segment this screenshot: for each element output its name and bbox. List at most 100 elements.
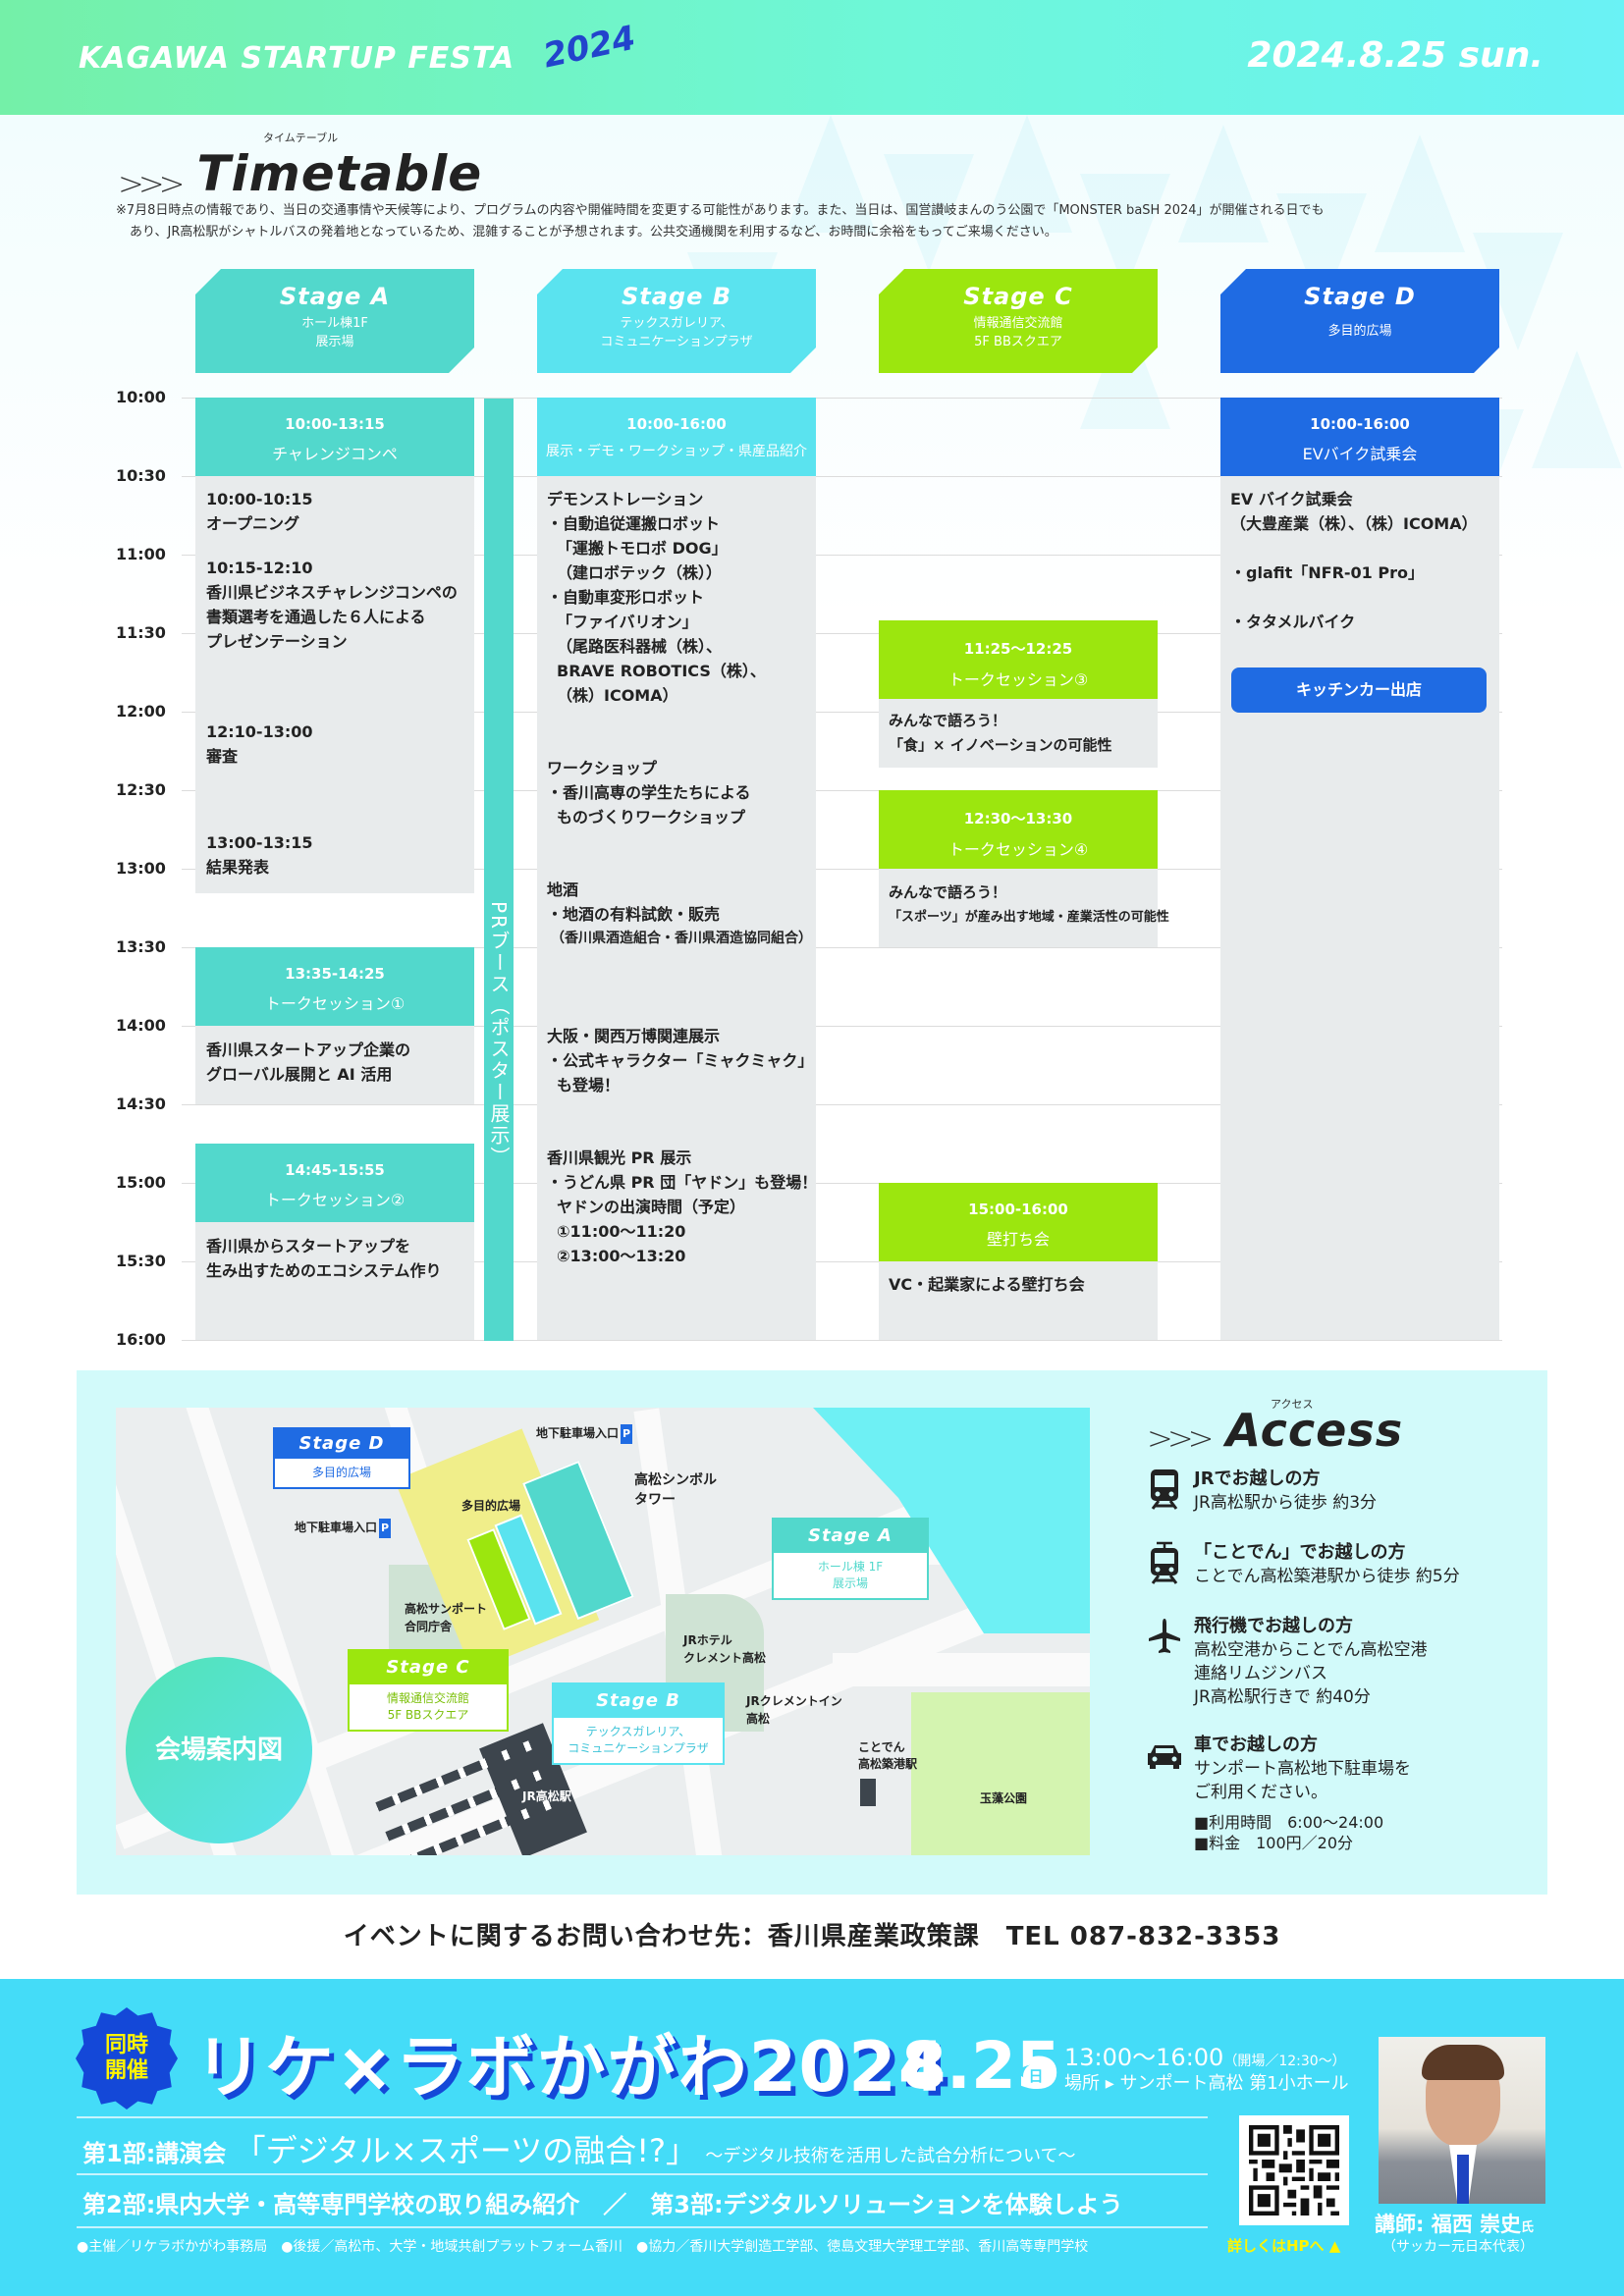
program-part-1: 第1部:講演会 「デジタル×スポーツの融合!?」 〜デジタル技術を活用した試合分… [82,2132,1076,2169]
time-label: 13:00 [116,859,166,878]
stage-a-main-body [195,476,474,893]
co-event-time: 13:00〜16:00（開場／12:30〜） [1064,2044,1346,2071]
access-title: Access [1225,1404,1404,1457]
tram-icon [1151,1541,1178,1584]
kitchen-car-badge: キッチンカー出店 [1231,667,1487,713]
tamamo-park [911,1692,1090,1855]
speaker-photo [1379,2037,1545,2204]
speaker-hair [1422,2045,1504,2080]
stage-b-body [537,476,816,1340]
talk-session-4-block: 12:30〜13:30 トークセッション④ [879,790,1158,869]
stage-d-item-tatamel: ・タタメルバイク [1230,613,1356,631]
event-name: KAGAWA STARTUP FESTA [79,41,515,76]
grid-line [182,398,1502,399]
map-label-jr-hotel: JRホテルクレメント高松 [683,1633,767,1665]
event-year: 2024 [539,18,639,77]
chevrons-icon: >>> [1147,1419,1214,1457]
map-label-park: 玉藻公園 [980,1791,1028,1805]
talk-session-1-desc: 香川県スタートアップ企業のグローバル展開と AI 活用 [206,1041,411,1084]
pr-booth-bar: PRブース（ポスター展示） [484,399,514,1341]
access-heading: アクセス >>> Access [1147,1398,1404,1457]
stage-b-expo: 大阪・関西万博関連展示 ・公式キャラクター「ミャクミャク」 も登場！ [547,1027,814,1095]
grid-line [182,1026,1502,1027]
timetable-heading: タイムテーブル >>> Timetable [118,132,483,202]
stage-b-workshop: ワークショップ ・香川高専の学生たちによる ものづくりワークショップ [547,759,751,827]
time-label: 12:00 [116,702,166,721]
qr-code[interactable] [1239,2115,1349,2225]
stage-b-main-block: 10:00-16:00 展示・デモ・ワークショップ・県産品紹介 [537,398,816,476]
pitch-session-body [879,1261,1158,1340]
stage-d-body [1220,476,1499,1340]
speaker-title: （サッカー元日本代表） [1382,2239,1534,2255]
grid-line [182,947,1502,948]
stage-b-header: Stage B テックスガレリア、 コミュニケーションプラザ [537,269,816,373]
talk-session-2-desc: 香川県からスタートアップを生み出すためのエコシステム作り [206,1237,442,1280]
grid-line [182,1261,1502,1262]
program-part-2-3: 第2部:県内大学・高等専門学校の取り組み紹介 ／ 第3部:デジタルソリューション… [82,2191,1123,2218]
grid-line [182,1183,1502,1184]
co-event-title: リケ×ラボかがわ2024 [194,2027,948,2108]
chevrons-icon: >>> [118,165,185,202]
stage-b-demo: デモンストレーション ・自動追従運搬ロボット 「運搬トモロボ DOG」 （建ロボ… [547,490,766,705]
qr-caption[interactable]: 詳しくはHPへ ▲ [1227,2237,1341,2255]
time-label: 11:30 [116,623,166,642]
talk-session-3-desc: みんなで語ろう！「食」× イノベーションの可能性 [889,712,1112,754]
divider [77,2173,1208,2175]
map-callout-stage-b: Stage B テックスガレリア、コミュニケーションプラザ [552,1682,725,1765]
time-label: 15:30 [116,1252,166,1270]
talk-session-2-body [195,1222,474,1340]
stage-c-header: Stage C 情報通信交流館 5F BBスクエア [879,269,1158,373]
time-label: 10:30 [116,466,166,485]
stage-a-header: Stage A ホール棟1F 展示場 [195,269,474,373]
map-label-plaza: 多目的広場 [461,1499,521,1513]
kotoden-station-building [860,1779,876,1806]
timetable-title: Timetable [196,145,483,202]
co-event-banner [0,1979,1624,2296]
stage-a-item-presentation: 10:15-12:10 香川県ビジネスチャレンジコンペの 書類選考を通過した６人… [206,559,458,651]
talk-session-4-desc: みんなで語ろう！「スポーツ」が産み出す地域・産業活性の可能性 [889,883,1169,925]
pitch-session-block: 15:00-16:00 壁打ち会 [879,1183,1158,1261]
talk-session-3-block: 11:25〜12:25 トークセッション③ [879,620,1158,699]
access-ruby: アクセス [1271,1398,1314,1411]
car-icon [1148,1745,1181,1769]
grid-line [182,712,1502,713]
map-callout-stage-d: Stage D 多目的広場 [273,1427,410,1489]
co-event-place: 場所 ▸ サンポート高松 第1小ホール [1064,2073,1349,2094]
talk-session-1-body [195,1026,474,1104]
speaker-name: 講師: 福西 崇史氏 [1375,2213,1535,2236]
talk-session-4-body [879,869,1158,947]
timetable-note: ※7月8日時点の情報であり、当日の交通事情や天候等により、プログラムの内容や開催… [116,203,1325,240]
talk-session-1-block: 13:35-14:25 トークセッション① [195,947,474,1026]
talk-session-3-body [879,699,1158,768]
map-label-kotoden: ことでん高松築港駅 [858,1740,918,1771]
map-title-circle: 会場案内図 [126,1657,312,1843]
qr-code-icon [1249,2125,1339,2216]
grid-line [182,476,1502,477]
header-banner: KAGAWA STARTUP FESTA 2024 2024.8.25 sun. [0,0,1624,115]
time-label: 15:00 [116,1173,166,1192]
stage-d-item-glafit: ・glafit「NFR-01 Pro」 [1230,563,1424,582]
parking-icon: P [621,1424,633,1444]
map-label-jr-inn: JRクレメントイン高松 [746,1694,842,1726]
co-event-day: 日 [1023,2063,1049,2089]
pitch-session-desc: VC・起業家による壁打ち会 [889,1275,1085,1294]
stage-d-desc: EV バイク試乗会（大豊産業（株）、（株）ICOMA） [1230,490,1478,533]
map-label-sunport: 高松サンポート合同庁舎 [405,1602,488,1633]
talk-session-2-block: 14:45-15:55 トークセッション② [195,1144,474,1222]
train-icon [1151,1469,1178,1510]
map-label-jr-station: JR高松駅 [522,1789,571,1803]
grid-line [182,633,1502,634]
timetable-ruby: タイムテーブル [263,132,339,144]
grid-line [182,790,1502,791]
divider [77,2226,1208,2228]
access-item-airplane: 飛行機でお越しの方 高松空港からことでん高松空港 連絡リムジンバス JR高松駅行… [1147,1615,1540,1709]
time-label: 16:00 [116,1330,166,1349]
contact-info: イベントに関するお問い合わせ先：香川県産業政策課 TEL 087-832-335… [343,1922,1281,1951]
event-credits: ●主催／リケラボかがわ事務局 ●後援／高松市、大学・地域共創プラットフォーム香川… [77,2239,1089,2255]
